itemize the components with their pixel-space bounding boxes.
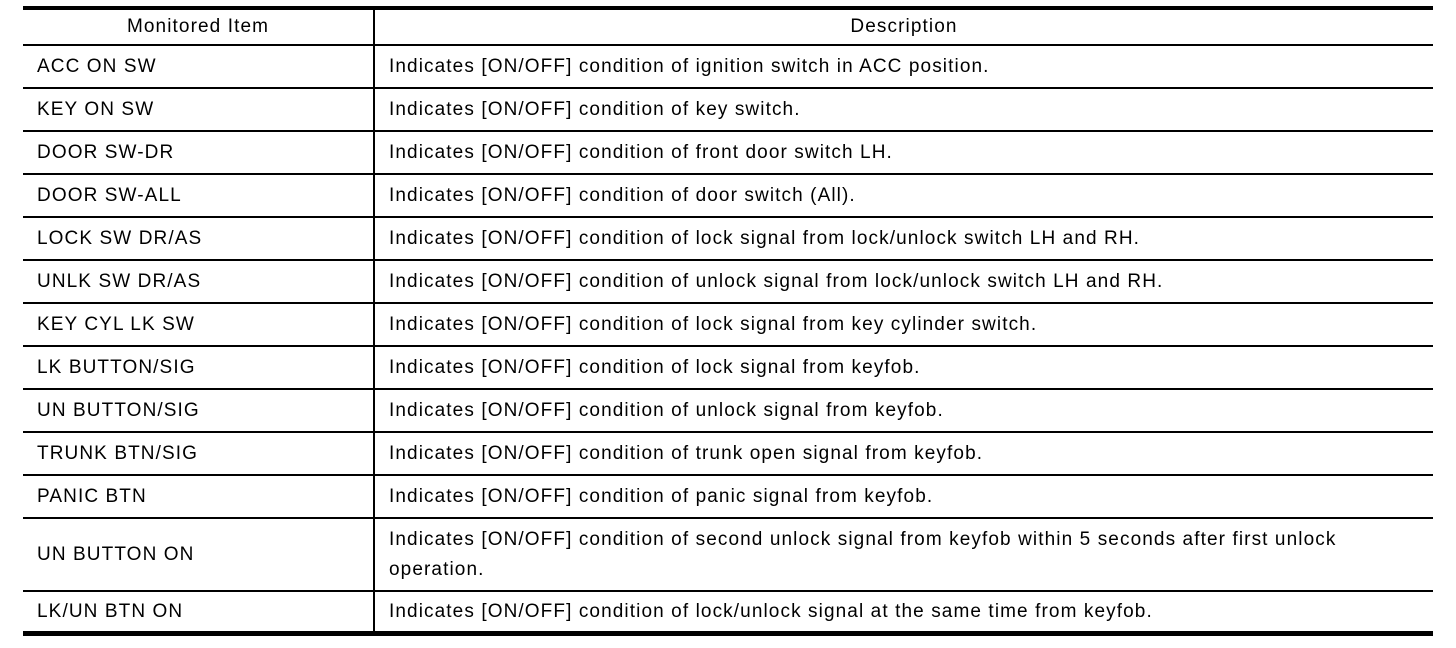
table-row: LOCK SW DR/AS Indicates [ON/OFF] conditi… <box>23 216 1433 260</box>
description-cell: Indicates [ON/OFF] condition of second u… <box>374 517 1433 591</box>
table-row: LK/UN BTN ON Indicates [ON/OFF] conditio… <box>23 590 1433 634</box>
table-body: ACC ON SW Indicates [ON/OFF] condition o… <box>23 44 1433 634</box>
description-cell: Indicates [ON/OFF] condition of lock sig… <box>374 302 1433 346</box>
column-header-description: Description <box>374 7 1433 45</box>
monitored-item-cell: ACC ON SW <box>23 44 375 88</box>
monitored-item-cell: TRUNK BTN/SIG <box>23 431 375 475</box>
description-cell: Indicates [ON/OFF] condition of panic si… <box>374 474 1433 518</box>
column-header-monitored-item: Monitored Item <box>23 7 375 45</box>
description-text: Indicates [ON/OFF] condition of second u… <box>389 528 1337 580</box>
monitored-item-cell: LOCK SW DR/AS <box>23 216 375 260</box>
table-row: ACC ON SW Indicates [ON/OFF] condition o… <box>23 44 1433 88</box>
description-cell: Indicates [ON/OFF] condition of ignition… <box>374 44 1433 88</box>
table-row: LK BUTTON/SIG Indicates [ON/OFF] conditi… <box>23 345 1433 389</box>
table-header: Monitored Item Description <box>23 7 1433 45</box>
table-row: UN BUTTON ON Indicates [ON/OFF] conditio… <box>23 517 1433 591</box>
table-row: KEY ON SW Indicates [ON/OFF] condition o… <box>23 87 1433 131</box>
table-row: DOOR SW-DR Indicates [ON/OFF] condition … <box>23 130 1433 174</box>
monitored-item-cell: UNLK SW DR/AS <box>23 259 375 303</box>
description-cell: Indicates [ON/OFF] condition of door swi… <box>374 173 1433 217</box>
description-cell: Indicates [ON/OFF] condition of lock sig… <box>374 216 1433 260</box>
monitored-item-cell: KEY ON SW <box>23 87 375 131</box>
description-cell: Indicates [ON/OFF] condition of key swit… <box>374 87 1433 131</box>
description-cell: Indicates [ON/OFF] condition of front do… <box>374 130 1433 174</box>
monitored-items-table: Monitored Item Description ACC ON SW Ind… <box>23 6 1433 636</box>
description-cell: Indicates [ON/OFF] condition of unlock s… <box>374 259 1433 303</box>
table-row: TRUNK BTN/SIG Indicates [ON/OFF] conditi… <box>23 431 1433 475</box>
monitored-item-cell: LK/UN BTN ON <box>23 590 375 634</box>
description-cell: Indicates [ON/OFF] condition of trunk op… <box>374 431 1433 475</box>
header-row: Monitored Item Description <box>23 7 1433 45</box>
monitored-item-cell: LK BUTTON/SIG <box>23 345 375 389</box>
monitored-item-cell: KEY CYL LK SW <box>23 302 375 346</box>
monitored-item-cell: DOOR SW-DR <box>23 130 375 174</box>
monitored-item-cell: UN BUTTON/SIG <box>23 388 375 432</box>
table-row: UNLK SW DR/AS Indicates [ON/OFF] conditi… <box>23 259 1433 303</box>
table-row: UN BUTTON/SIG Indicates [ON/OFF] conditi… <box>23 388 1433 432</box>
description-cell: Indicates [ON/OFF] condition of unlock s… <box>374 388 1433 432</box>
table-row: DOOR SW-ALL Indicates [ON/OFF] condition… <box>23 173 1433 217</box>
description-cell: Indicates [ON/OFF] condition of lock sig… <box>374 345 1433 389</box>
description-cell: Indicates [ON/OFF] condition of lock/unl… <box>374 590 1433 634</box>
table-row: KEY CYL LK SW Indicates [ON/OFF] conditi… <box>23 302 1433 346</box>
table-row: PANIC BTN Indicates [ON/OFF] condition o… <box>23 474 1433 518</box>
monitored-item-cell: PANIC BTN <box>23 474 375 518</box>
monitored-item-cell: DOOR SW-ALL <box>23 173 375 217</box>
monitored-item-cell: UN BUTTON ON <box>23 517 375 591</box>
